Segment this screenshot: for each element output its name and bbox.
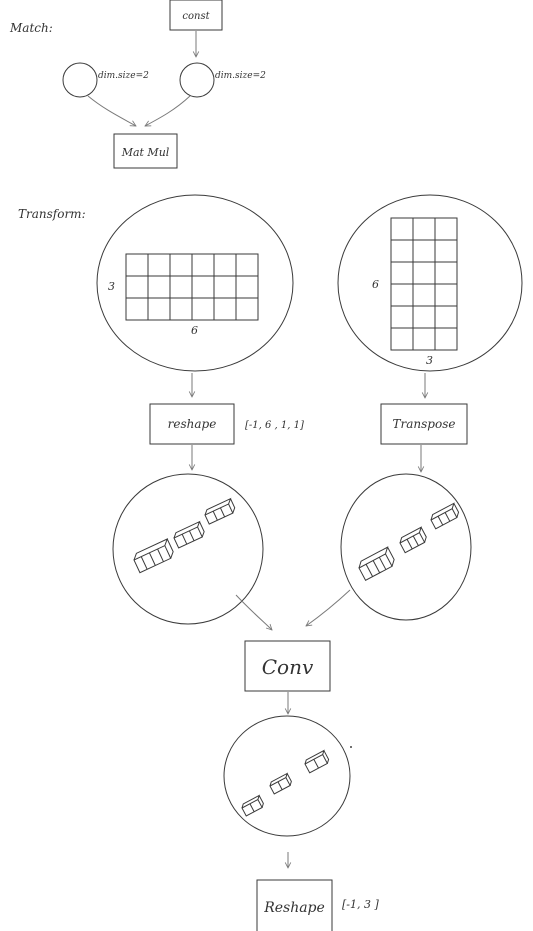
conv-output-bar-stack bbox=[241, 749, 330, 817]
stray-dot bbox=[350, 746, 352, 748]
reshape-shape-label: [-1, 6 , 1, 1] bbox=[245, 420, 304, 431]
final-reshape-shape-label: [-1, 3 ] bbox=[342, 898, 379, 911]
reshape-node bbox=[149, 403, 235, 445]
const-label: const bbox=[182, 11, 210, 22]
reshaped-tensor-circle bbox=[112, 473, 264, 625]
reshape-label: reshape bbox=[168, 417, 217, 431]
transform-title: Transform: bbox=[18, 207, 86, 221]
right-dim-arrow bbox=[145, 95, 191, 126]
dim-label-left: dim.size=2 bbox=[98, 71, 149, 81]
final-reshape-node bbox=[256, 879, 333, 931]
const-node bbox=[169, 0, 223, 31]
left-tensor-circle bbox=[96, 194, 294, 372]
left-grid-rows-label: 3 bbox=[108, 280, 115, 293]
dim-label-right: dim.size=2 bbox=[215, 71, 266, 81]
transposed-bar-stack bbox=[358, 502, 460, 582]
matmul-label: Mat Mul bbox=[121, 146, 170, 159]
left-grid-cols-label: 6 bbox=[191, 324, 198, 337]
right-tensor-circle bbox=[337, 194, 523, 372]
right-grid-6x3 bbox=[390, 217, 458, 351]
conv-node bbox=[244, 640, 331, 692]
transpose-node bbox=[380, 403, 468, 445]
dim-node-right bbox=[179, 62, 215, 98]
match-title: Match: bbox=[9, 21, 53, 35]
conv-label: Conv bbox=[262, 655, 314, 679]
final-reshape-label: Reshape bbox=[263, 900, 325, 916]
reshaped-to-conv-arrow bbox=[235, 594, 272, 630]
right-grid-rows-label: 6 bbox=[372, 278, 379, 291]
transposed-tensor-circle bbox=[340, 473, 472, 621]
reshaped-bar-stack bbox=[133, 497, 236, 574]
conv-output-circle bbox=[223, 715, 351, 837]
left-dim-arrow bbox=[87, 95, 136, 126]
transpose-label: Transpose bbox=[393, 417, 456, 431]
right-grid-cols-label: 3 bbox=[426, 354, 433, 367]
dim-node-left bbox=[62, 62, 98, 98]
left-grid-3x6 bbox=[125, 253, 259, 321]
transposed-to-conv-arrow bbox=[306, 589, 351, 626]
matmul-node bbox=[113, 133, 178, 169]
